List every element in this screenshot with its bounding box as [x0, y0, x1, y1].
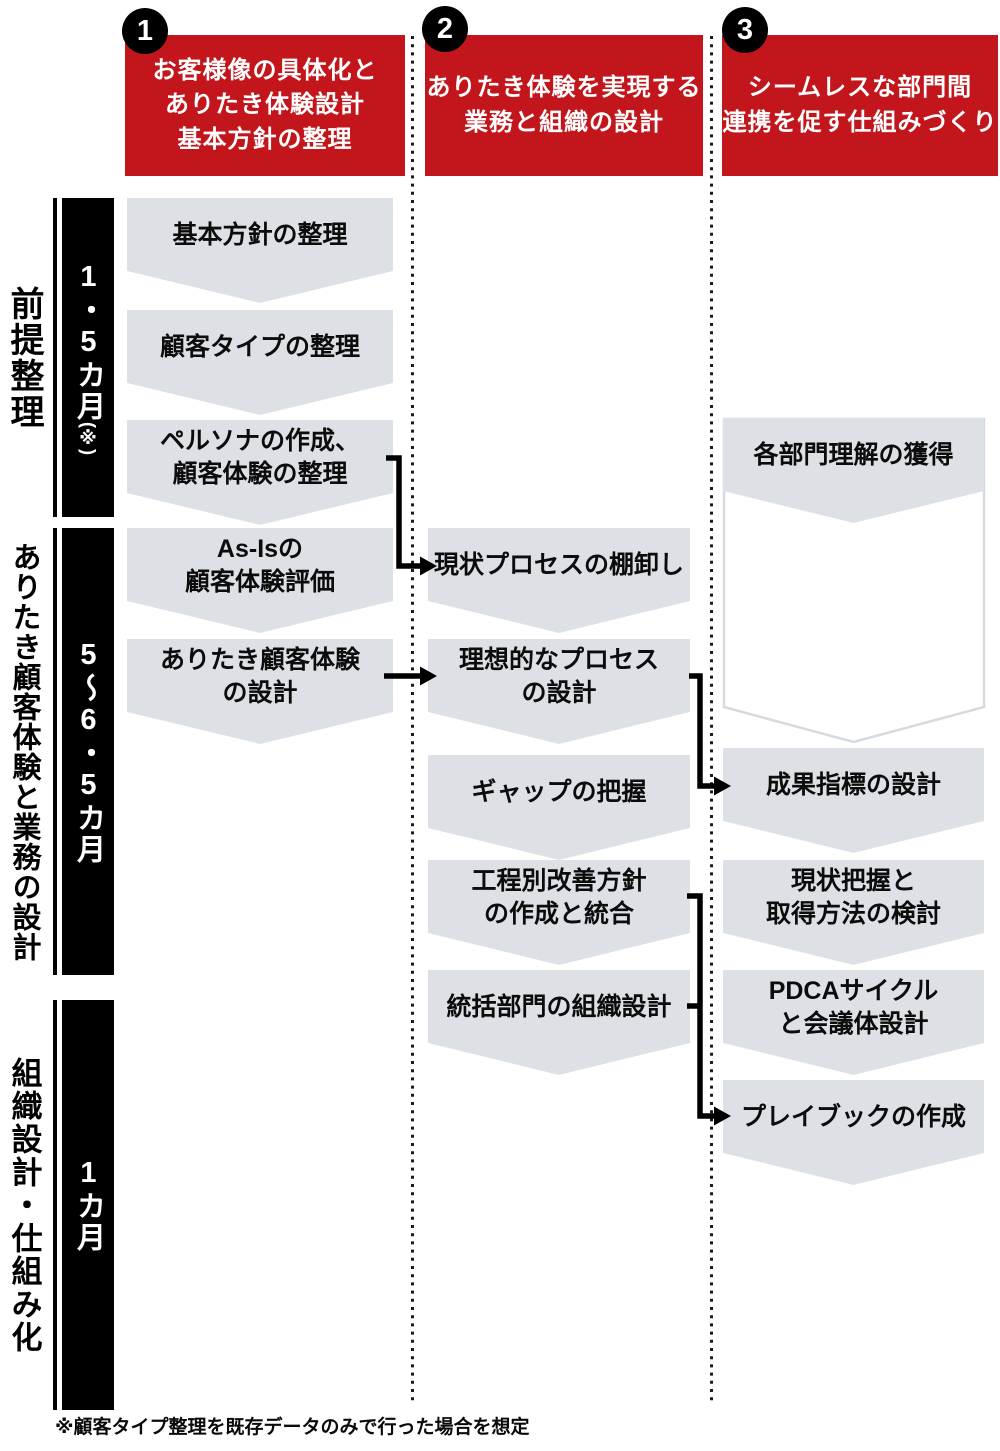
arrow-orgdesign-to-playbook: [687, 893, 717, 1119]
step-improvement-policy: 工程別改善方針 の作成と統合: [428, 860, 690, 965]
phase-2-divider-line: [53, 528, 57, 975]
phase-2-duration-bar: 5～6・5カ月: [62, 528, 114, 975]
column-2-number-badge: 2: [422, 6, 468, 52]
phase-3-label: 組織設計・仕組み化: [0, 1000, 48, 1410]
step-basic-policy: 基本方針の整理: [127, 198, 393, 303]
step-customer-types: 顧客タイプの整理: [127, 310, 393, 415]
step-org-design: 統括部門の組織設計: [428, 970, 690, 1075]
column-3-header: シームレスな部門間 連携を促す仕組みづくり: [722, 35, 998, 176]
step-department-buyin: 各部門理解の獲得: [723, 418, 984, 523]
step-current-state-metrics: 現状把握と 取得方法の検討: [723, 860, 984, 965]
phase-1-duration-text: 1・5カ月: [72, 260, 105, 422]
phase-2-duration-text: 5～6・5カ月: [72, 638, 105, 865]
phase-1-label: 前提整理: [0, 198, 48, 517]
column-1-number-badge: 1: [122, 8, 168, 54]
step-playbook-creation: プレイブックの作成: [723, 1080, 984, 1185]
phase-3-duration: 1カ月: [72, 1157, 105, 1253]
arrow-process-to-kpi: [689, 673, 717, 789]
column-3-number-badge: 3: [722, 7, 768, 53]
phase-2-label-text: ありたき顧客体験と業務の設計: [8, 541, 40, 962]
phase-1-duration-bar: 1・5カ月(※): [62, 198, 114, 517]
phase-1-label-text: 前提整理: [5, 285, 43, 430]
phase-2-label: ありたき顧客体験と業務の設計: [0, 528, 48, 975]
step-gap-analysis: ギャップの把握: [428, 755, 690, 860]
step-kpi-design: 成果指標の設計: [723, 748, 984, 853]
phase-1-divider-line: [53, 198, 57, 517]
column-1-header: お客様像の具体化と ありたき体験設計 基本方針の整理: [125, 35, 405, 176]
phase-1-duration-note: (※): [78, 421, 99, 455]
step-ideal-process-design: 理想的なプロセス の設計: [428, 639, 690, 744]
phase-1-duration: 1・5カ月(※): [72, 260, 105, 455]
step-ideal-experience-design: ありたき顧客体験 の設計: [127, 639, 393, 744]
step-asis-evaluation: As-Isの 顧客体験評価: [127, 528, 393, 633]
phase-2-duration: 5～6・5カ月: [72, 638, 105, 865]
phase-3-divider-line: [53, 1000, 57, 1410]
footnote: ※顧客タイプ整理を既存データのみで行った場合を想定: [55, 1417, 530, 1438]
phase-3-duration-text: 1カ月: [72, 1157, 105, 1253]
phase-3-label-text: 組織設計・仕組み化: [6, 1056, 42, 1354]
column-2-header: ありたき体験を実現する 業務と組織の設計: [425, 35, 703, 176]
step-persona-creation: ペルソナの作成、 顧客体験の整理: [127, 420, 393, 525]
step-process-inventory: 現状プロセスの棚卸し: [428, 528, 690, 633]
phase-3-duration-bar: 1カ月: [62, 1000, 114, 1410]
step-pdca-meetings: PDCAサイクル と会議体設計: [723, 970, 984, 1075]
